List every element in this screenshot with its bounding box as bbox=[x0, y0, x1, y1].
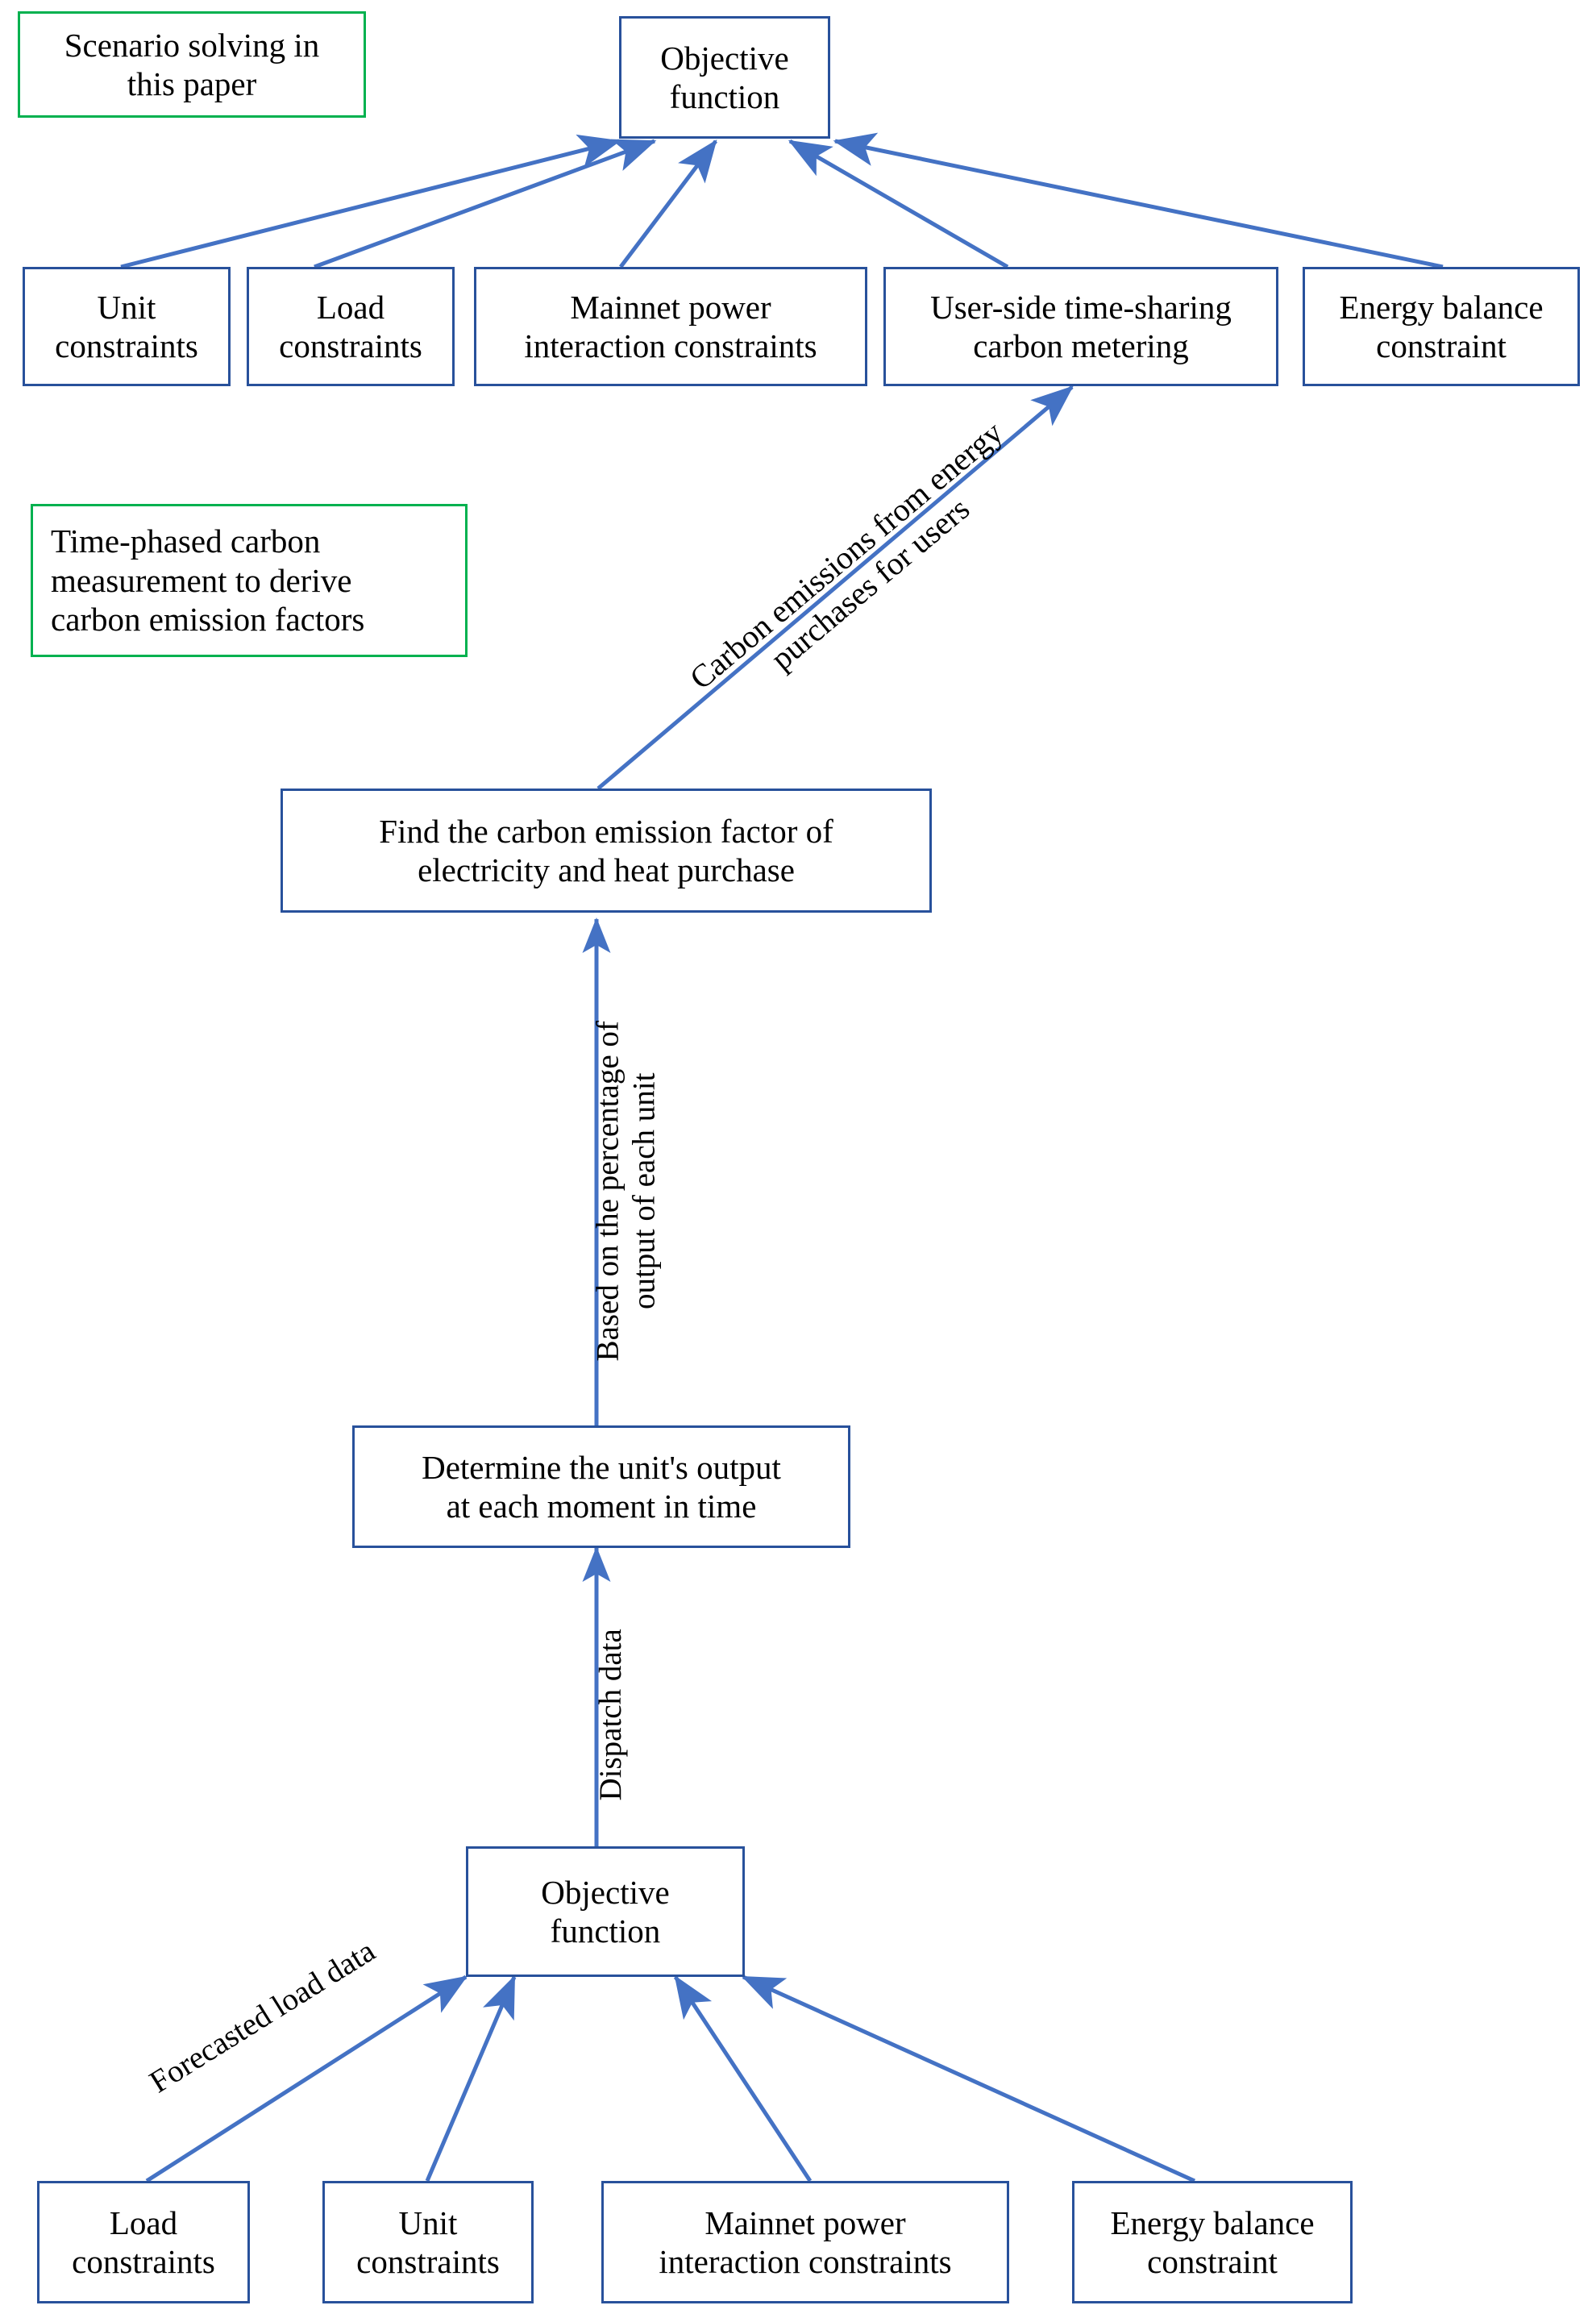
edge-energy-to-objective-top bbox=[833, 132, 1444, 269]
note-time-phased-measurement-label: Time-phased carbon measurement to derive… bbox=[51, 522, 365, 639]
edge-mainnet-to-objective-bottom bbox=[673, 1975, 813, 2183]
node-objective-function-top[interactable]: Objective function bbox=[619, 16, 830, 139]
node-energy-balance-top-label: Energy balance constraint bbox=[1339, 288, 1544, 364]
node-mainnet-constraints-bottom[interactable]: Mainnet power interaction constraints bbox=[601, 2181, 1009, 2303]
node-energy-balance-bottom-label: Energy balance constraint bbox=[1110, 2203, 1315, 2280]
node-unit-constraints-bottom[interactable]: Unit constraints bbox=[322, 2181, 534, 2303]
edge-energy-to-objective-bottom bbox=[741, 1975, 1196, 2183]
edge-label-based-on-percentage-text: Based on the percentage of output of eac… bbox=[590, 1021, 662, 1362]
edge-load-to-objective-top bbox=[314, 139, 657, 269]
node-mainnet-constraints-bottom-label: Mainnet power interaction constraints bbox=[659, 2203, 952, 2280]
node-objective-function-top-label: Objective function bbox=[660, 39, 789, 115]
node-find-carbon-emission-factor[interactable]: Find the carbon emission factor of elect… bbox=[281, 789, 932, 913]
node-load-constraints-top[interactable]: Load constraints bbox=[247, 267, 455, 386]
edge-label-dispatch-data-text: Dispatch data bbox=[593, 1629, 628, 1801]
note-scenario-solving: Scenario solving in this paper bbox=[18, 11, 366, 118]
edge-unit-to-objective-top bbox=[120, 134, 621, 269]
edge-label-forecasted-load-data-text: Forecasted load data bbox=[143, 1933, 381, 2100]
node-load-constraints-top-label: Load constraints bbox=[279, 288, 422, 364]
edge-label-dispatch-data: Dispatch data bbox=[557, 1594, 630, 1836]
edge-label-carbon-emissions: Carbon emissions from energy purchases f… bbox=[638, 368, 1055, 743]
edge-unit-to-objective-bottom bbox=[425, 1975, 517, 2182]
node-mainnet-constraints-top[interactable]: Mainnet power interaction constraints bbox=[474, 267, 867, 386]
node-energy-balance-top[interactable]: Energy balance constraint bbox=[1303, 267, 1580, 386]
node-objective-function-bottom-label: Objective function bbox=[541, 1873, 670, 1950]
node-find-carbon-emission-factor-label: Find the carbon emission factor of elect… bbox=[379, 812, 833, 888]
node-objective-function-bottom[interactable]: Objective function bbox=[466, 1846, 745, 1977]
node-load-constraints-bottom[interactable]: Load constraints bbox=[37, 2181, 250, 2303]
note-scenario-solving-label: Scenario solving in this paper bbox=[64, 26, 320, 102]
edge-label-carbon-emissions-text: Carbon emissions from energy purchases f… bbox=[682, 414, 1010, 697]
node-unit-constraints-top-label: Unit constraints bbox=[55, 288, 198, 364]
note-time-phased-measurement: Time-phased carbon measurement to derive… bbox=[31, 504, 468, 657]
node-determine-unit-output-label: Determine the unit's output at each mome… bbox=[422, 1448, 781, 1525]
node-unit-constraints-bottom-label: Unit constraints bbox=[356, 2203, 500, 2280]
node-mainnet-constraints-top-label: Mainnet power interaction constraints bbox=[524, 288, 817, 364]
node-determine-unit-output[interactable]: Determine the unit's output at each mome… bbox=[352, 1425, 850, 1548]
node-unit-constraints-top[interactable]: Unit constraints bbox=[23, 267, 231, 386]
edge-label-based-on-percentage: Based on the percentage of output of eac… bbox=[555, 965, 663, 1417]
node-load-constraints-bottom-label: Load constraints bbox=[72, 2203, 215, 2280]
edge-label-forecasted-load-data: Forecasted load data bbox=[90, 1882, 416, 2123]
node-user-side-carbon-metering[interactable]: User-side time-sharing carbon metering bbox=[883, 267, 1278, 386]
node-user-side-carbon-metering-label: User-side time-sharing carbon metering bbox=[930, 288, 1232, 364]
node-energy-balance-bottom[interactable]: Energy balance constraint bbox=[1072, 2181, 1353, 2303]
edge-mainnet-to-objective-top bbox=[619, 139, 717, 268]
edge-metering-to-objective-top bbox=[788, 139, 1009, 269]
